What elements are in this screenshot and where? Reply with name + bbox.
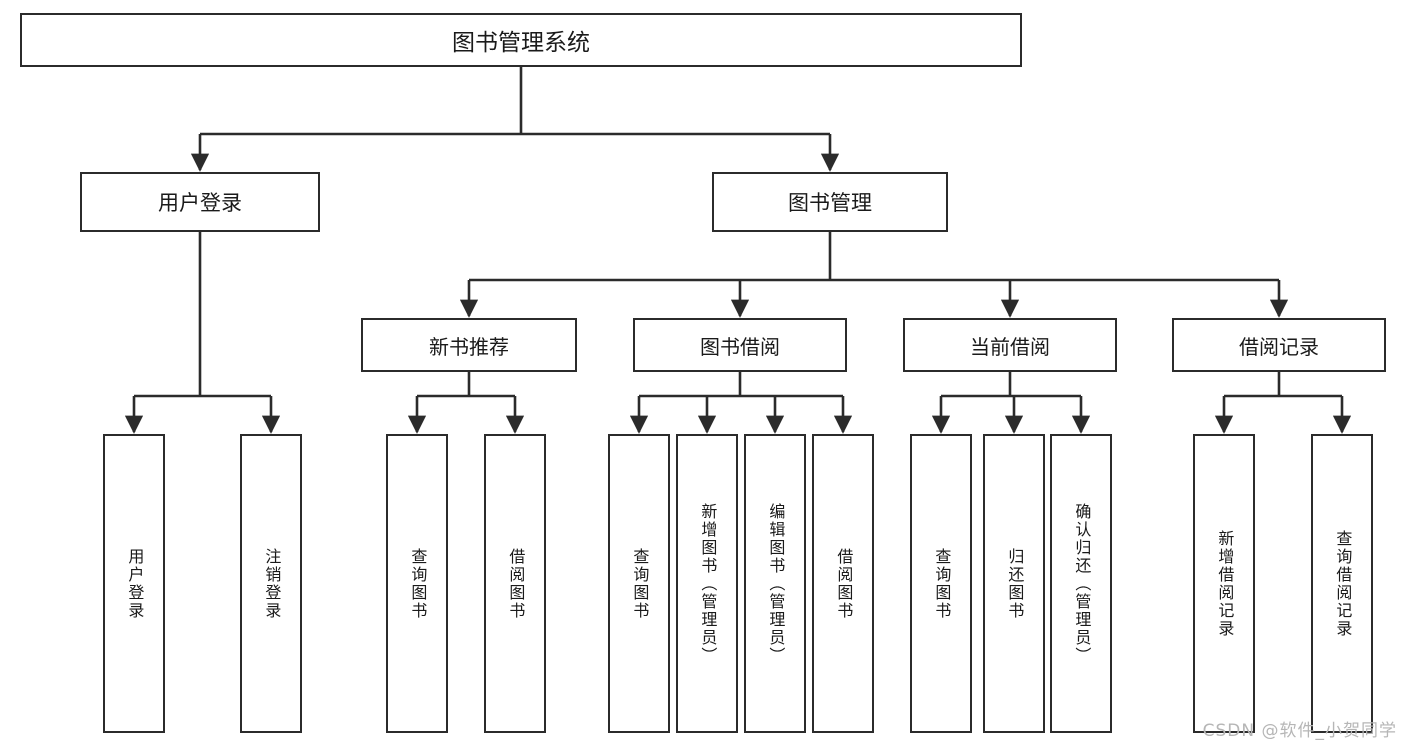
leaf-borrow-query-book[interactable]: 查询图书 [608,434,670,733]
leaf-user-login[interactable]: 用户登录 [103,434,165,733]
leaf-user-logout[interactable]: 注销登录 [240,434,302,733]
leaf-current-confirm-return[interactable]: 确认归还（管理员） [1050,434,1112,733]
node-root[interactable]: 图书管理系统 [20,13,1022,67]
node-book-borrow[interactable]: 图书借阅 [633,318,847,372]
node-new-book-rec[interactable]: 新书推荐 [361,318,577,372]
csdn-watermark: CSDN @软件_小贺同学 [1202,721,1397,741]
leaf-borrow-edit-book-label: 编辑图书（管理员） [766,502,786,665]
leaf-borrow-lend-book-label: 借阅图书 [834,547,854,620]
leaf-borrow-edit-book[interactable]: 编辑图书（管理员） [744,434,806,733]
node-user-login-label: 用户登录 [158,191,242,215]
node-book-borrow-label: 图书借阅 [700,334,780,359]
leaf-current-query-book-label: 查询图书 [932,547,952,620]
node-current-borrow-label: 当前借阅 [970,334,1050,359]
leaf-user-logout-label: 注销登录 [262,547,282,620]
node-new-book-rec-label: 新书推荐 [429,334,509,359]
node-borrow-record[interactable]: 借阅记录 [1172,318,1386,372]
leaf-borrow-query-book-label: 查询图书 [630,547,650,620]
leaf-current-return-book[interactable]: 归还图书 [983,434,1045,733]
leaf-record-add-label: 新增借阅记录 [1215,529,1235,638]
leaf-record-search[interactable]: 查询借阅记录 [1311,434,1373,733]
leaf-rec-query-book[interactable]: 查询图书 [386,434,448,733]
node-book-manage[interactable]: 图书管理 [712,172,948,232]
node-borrow-record-label: 借阅记录 [1239,334,1319,359]
leaf-rec-borrow-book[interactable]: 借阅图书 [484,434,546,733]
node-root-label: 图书管理系统 [452,30,590,56]
leaf-current-confirm-return-label: 确认归还（管理员） [1072,502,1092,665]
node-book-manage-label: 图书管理 [788,191,872,215]
leaf-rec-query-book-label: 查询图书 [408,547,428,620]
leaf-current-return-book-label: 归还图书 [1005,547,1025,620]
leaf-current-query-book[interactable]: 查询图书 [910,434,972,733]
leaf-borrow-add-book-label: 新增图书（管理员） [698,502,718,665]
leaf-rec-borrow-book-label: 借阅图书 [506,547,526,620]
leaf-borrow-lend-book[interactable]: 借阅图书 [812,434,874,733]
leaf-borrow-add-book[interactable]: 新增图书（管理员） [676,434,738,733]
leaf-record-add[interactable]: 新增借阅记录 [1193,434,1255,733]
leaf-user-login-label: 用户登录 [125,547,145,620]
node-user-login[interactable]: 用户登录 [80,172,320,232]
leaf-record-search-label: 查询借阅记录 [1333,529,1353,638]
node-current-borrow[interactable]: 当前借阅 [903,318,1117,372]
